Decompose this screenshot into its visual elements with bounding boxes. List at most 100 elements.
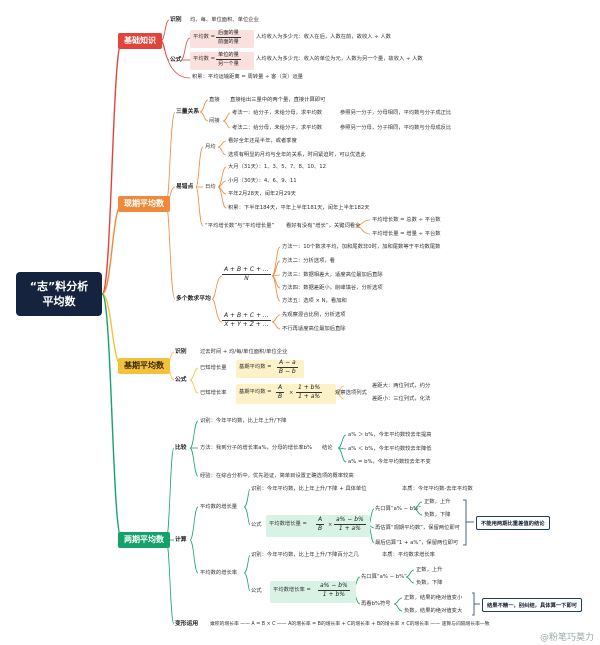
two-ar1b: 本质：平均数求增长率 <box>382 552 435 558</box>
current-direct: 直接 <box>209 97 220 103</box>
two-compare: 比较 <box>175 445 187 451</box>
current-direct-text: 直接给出三量中的两个量，直接计算即可 <box>230 97 326 103</box>
basic-f1-den: 前面的量 <box>218 39 239 45</box>
base-r2: 差距小：三位列式，化法 <box>372 396 431 402</box>
two-pos2: 正数，上升 <box>416 567 443 573</box>
two-avg-amount: 平均数的增长量 <box>200 504 238 510</box>
root-line1: “志”料分析 <box>29 280 89 293</box>
root-line2: 平均数 <box>42 295 76 308</box>
current-frac1-num: A + B + C + … <box>222 266 271 275</box>
two-calc: 计算 <box>175 537 187 543</box>
two-formula-2: 公式 <box>251 588 262 594</box>
two-aa-fraction1: A B <box>316 516 325 533</box>
current-m4: 方法四：数据差距小，削峰填谷，分析选项 <box>282 285 383 291</box>
two-first: 先口算“a% − b%” <box>375 506 421 512</box>
current-g2: 平均增长量 = 增量 ÷ 平台数 <box>372 231 441 237</box>
current-frac2-num: A + B + C + … <box>222 312 271 321</box>
two-again2: 再看b%符号 <box>361 601 391 607</box>
current-m6: 先观察混合比例，分析选项 <box>282 312 346 318</box>
two-neg2: 负数，下降 <box>416 580 443 586</box>
current-g1: 平均增长数 = 总数 ÷ 平台数 <box>372 217 441 223</box>
current-month1: 看好全年还是半年，或者季度 <box>228 138 297 144</box>
current-frac1-den: N <box>244 275 249 282</box>
base-rate-fraction-a: A B <box>276 384 285 401</box>
two-last: 最后估算“1 + a%”，保留两位即可 <box>375 540 459 546</box>
two-conclude: 结论 <box>322 445 333 451</box>
current-m5: 方法五：选项 × N，看加和 <box>282 298 347 304</box>
base-amount-den: B − b <box>278 368 296 375</box>
two-exp: 经验：在综合分析中，优先验证，简单目设置正确选项的概率较高 <box>200 473 354 479</box>
two-ar-fraction: a% − b% 1 + b% <box>318 582 350 599</box>
branch-base: 基期平均数 <box>118 358 170 374</box>
two-aa-box: 平均数增长量 = <box>266 515 370 537</box>
base-identify-text: 过去时间 + 均/每/单位面积/单位企业 <box>200 349 288 355</box>
current-m1: 方法一：10个数求平均，加和尾数非0时，加和尾数等于平均数尾数 <box>282 244 441 250</box>
two-aa-num1: A <box>316 516 325 525</box>
current-m3: 方法三：数据相差大，适度高位最加后直除 <box>282 272 383 278</box>
two-aa-den1: B <box>317 525 323 532</box>
base-rate: 已知增长率 <box>200 390 227 396</box>
two-ar-label: 平均数增长率 = <box>273 587 311 593</box>
current-ind2b: 参照另一分母，分子相同，平均数与分母成反比 <box>340 125 452 131</box>
two-method: 方法：我到分子的增长率a%，分母的增长率b% <box>200 445 313 451</box>
base-identify: 识别 <box>175 349 187 355</box>
current-m7: 不行再适度高位最加后直除 <box>282 326 346 332</box>
current-ind1b: 参照另一分子，分母相同，平均数与分子成正比 <box>340 110 452 116</box>
current-accum: 积累：下半年184天，平年上半年181天，闰年上半年182天 <box>228 205 370 211</box>
current-multi: 多个数求平均 <box>176 296 211 302</box>
two-b2: 负数，结果的绝对值变大 <box>404 608 463 614</box>
basic-formula1-box: 平均数 = <box>190 30 254 48</box>
current-small: 小月（30天）：4、6、9、11 <box>228 178 297 184</box>
two-first2: 先口算“a% − b%” <box>361 574 407 580</box>
watermark: @粉笔巧莫力 <box>539 633 594 643</box>
two-ar-num: a% − b% <box>318 582 350 591</box>
basic-identify-text: 均、每、单位面积、单位企业 <box>190 17 259 23</box>
branch-current: 现期平均数 <box>118 196 170 212</box>
base-formula: 公式 <box>175 377 187 383</box>
two-k2: a% ＜ b%，今年平均数较去年降低 <box>348 446 432 452</box>
base-amount-fraction: A − a B − b <box>277 359 298 376</box>
basic-formula: 公式 <box>170 57 182 63</box>
two-avg-rate: 平均数的增长率 <box>200 570 238 576</box>
basic-product: 积累：平均运输距离 = 周转量 ÷ 客（货）运量 <box>192 74 303 80</box>
basic-f2-fraction: 单位的量 另一个量 <box>216 51 241 68</box>
current-indirect: 间接 <box>209 118 220 124</box>
base-rate-a-num: A <box>276 384 285 393</box>
current-month2: 选项有明显的月均与全年的关系，时间紧迫时，可以优选此 <box>228 152 366 158</box>
basic-f1-num: 后面的量 <box>216 30 241 38</box>
two-aa-fraction2: a% − b% 1 + a% <box>334 516 366 533</box>
current-ind1: 考法一：给分子，未给分母，求平均数 <box>232 110 323 116</box>
current-three: 三量关系 <box>176 109 200 115</box>
base-rate-box: 基期平均数 = <box>236 384 336 404</box>
basic-identify: 识别 <box>170 17 182 23</box>
two-formula-1: 公式 <box>251 522 262 528</box>
two-b1: 正数，结果的绝对值变小 <box>404 595 463 601</box>
two-aa1b: 本质：今年平均数-去年平均数 <box>402 486 473 492</box>
two-aa-num2: a% − b% <box>334 516 366 525</box>
root-node: “志”料分析 平均数 <box>16 272 102 316</box>
current-easy: 易错点 <box>176 184 194 190</box>
two-again: 再估算“观期平均数”，保留两位即可 <box>375 525 460 531</box>
base-rate-b-num: 1 + b% <box>296 384 323 393</box>
base-rate-b-den: 1 + a% <box>298 393 321 400</box>
two-aa1: 识别：今年平均数，比上年上升/下降 + 具体单位 <box>251 486 367 492</box>
basic-formula2-box: 平均数 = <box>190 52 254 70</box>
basic-f2-den: 另一个量 <box>218 61 239 67</box>
times-sign: × <box>289 390 294 396</box>
basic-f1-text: 人均收入为多少元：收入在后，人数在前，故收入 ÷ 人数 <box>256 34 391 40</box>
two-aa-den2: 1 + a% <box>338 525 361 532</box>
two-k1: a% ＞ b%，今年平均数较去年提高 <box>348 432 432 438</box>
basic-f2-label: 平均数 = <box>193 56 216 62</box>
base-amount-box: 基期平均数 = <box>236 360 304 378</box>
current-growth-text: 看好有没有“增长”，关键词看全 <box>286 223 361 229</box>
current-frac2-den: X + Y + Z + … <box>224 321 269 328</box>
note-no-ratio: 不能用两期比重差值的结论 <box>476 516 550 530</box>
two-c1: 识别：今年平均数，比上年上升/下降 <box>200 418 287 424</box>
base-amount: 已知增长量 <box>200 365 227 371</box>
two-neg: 负数，下降 <box>424 512 451 518</box>
basic-f2-num: 单位的量 <box>216 52 241 60</box>
current-feb: 平年2月28天，闰年2月29天 <box>228 191 296 197</box>
two-ar-box: 平均数增长率 = <box>270 581 356 603</box>
two-ar1: 识别：今年平均数，比上年上升/下降百分之几 <box>251 552 359 558</box>
base-rate-a-den: B <box>277 393 283 400</box>
